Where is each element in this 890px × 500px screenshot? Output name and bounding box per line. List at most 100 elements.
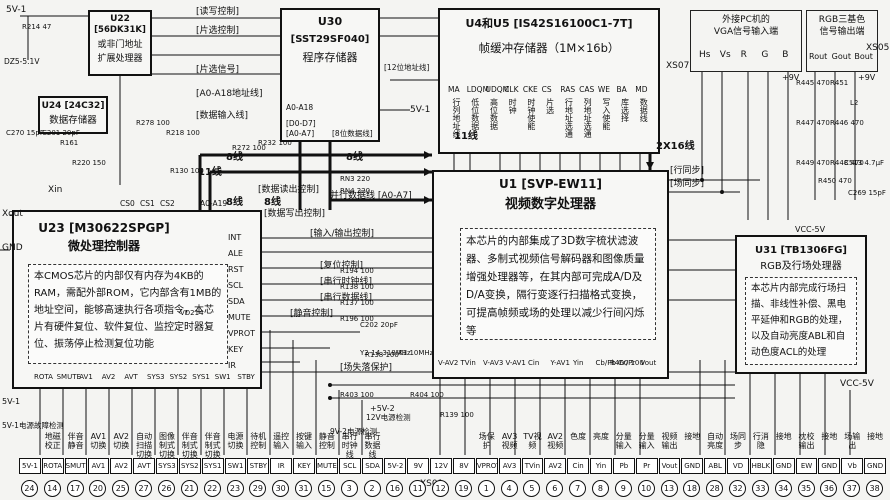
u1-pin-1: TVin xyxy=(460,359,476,367)
chip-u23: U23 [M30622SPGP] 微处理控制器 本CMOS芯片的内部仅有内存为4… xyxy=(12,210,262,389)
connector-pin-3: 3 xyxy=(340,480,358,497)
u1-title: U1 [SVP-EW11] xyxy=(434,177,667,192)
u22-part: [56DK31K] xyxy=(94,25,146,35)
chip-u31: U31 [TB1306FG] RGB及行场处理器 本芯片内部完成行场扫描、非线性… xyxy=(735,235,867,374)
bus-label-mute: [静音控制] xyxy=(290,309,334,319)
u1-pin-7: Cb/Pb xyxy=(595,359,616,367)
u23-bottom-pin-6: SYS2 xyxy=(169,373,188,381)
connector-label-11: 遥控输入 xyxy=(273,432,290,450)
u31-description: 本芯片内部完成行场扫描、非线性补偿、黑电平延伸和RGB的处理，以及自动亮度ABL… xyxy=(745,277,857,365)
bus-label-8-a: 8线 xyxy=(226,152,243,163)
bus-label-parallel: 并行数据线 [A0-A7] xyxy=(330,191,412,201)
connector-label-28: 视频输出 xyxy=(661,432,678,450)
connector-label-2: 伴音静音 xyxy=(67,432,84,450)
bus-label-8bit: [8位数据线] xyxy=(332,129,373,138)
u1-pin-0: V-AV2 xyxy=(438,359,459,367)
connector-label-23: AV2视频 xyxy=(547,432,564,450)
connector-signal-23: AV2 xyxy=(544,458,567,474)
u22-desc-1: 或非门地址 xyxy=(97,40,143,50)
connector-label-9: 电源切换 xyxy=(227,432,244,450)
component-12: R137 100 xyxy=(340,299,374,307)
u4u5-pin-desc-10: 数据线 xyxy=(639,98,649,122)
connector-pin-13: 13 xyxy=(660,480,678,497)
vga-pin-hs: Hs xyxy=(699,50,711,60)
connector-pin-38: 38 xyxy=(866,480,884,497)
connector-pin-6: 6 xyxy=(546,480,564,497)
u23-bottom-pin-2: AV1 xyxy=(79,373,93,381)
connector-label-1: 地磁校正 xyxy=(44,432,61,450)
connector-pin-2: 2 xyxy=(363,480,381,497)
connector-label-32: 行消隐 xyxy=(752,432,769,450)
rgb-title-1: RGB三基色 xyxy=(818,15,866,25)
bus-label-scl: [串行时钟线] xyxy=(320,277,373,287)
rgb-pin-bout: Bout xyxy=(854,52,873,61)
connector-signal-22: TVin xyxy=(521,458,544,474)
bus-label-read: [数据读出控制] xyxy=(258,185,320,195)
component-9: RN4 220 xyxy=(340,187,371,195)
rgb-title-2: 信号输出端 xyxy=(819,27,865,37)
component-30: Y2-14.318MHz xyxy=(360,349,411,357)
u1-ref: U1 xyxy=(499,177,518,191)
u23-pin-int: INT xyxy=(228,233,242,242)
u23-description: 本CMOS芯片的内部仅有内存为4KB的RAM，需配外部ROM，它内部含有1MB的… xyxy=(28,264,228,364)
rgb-pin-gout: Gout xyxy=(831,52,851,61)
u4u5-pin-desc-5: 片选 xyxy=(545,98,555,114)
u30-part: [SST29SF040] xyxy=(290,34,370,45)
bus-label-8-b: 8线 xyxy=(346,152,363,163)
u23-pin-vprot: VPROT xyxy=(228,329,256,338)
connector-pin-32: 32 xyxy=(729,480,747,497)
connector-label-26: 分量输入 xyxy=(615,432,632,450)
component-11: R138 100 xyxy=(340,283,374,291)
power-vcc-b: VCC-5V xyxy=(795,225,826,234)
connector-signal-34: EW xyxy=(795,458,818,474)
vga-title-1: 外接PC机的 xyxy=(722,15,770,25)
connector-label-6: 图像制式切换 xyxy=(158,432,175,459)
connector-label-14: 串行时钟线 xyxy=(341,432,358,459)
connector-pin-37: 37 xyxy=(843,480,861,497)
connector-pin-30: 30 xyxy=(272,480,290,497)
u23-pin-ale: ALE xyxy=(228,249,243,258)
u23-pin-scl: SCL xyxy=(228,281,244,290)
connector-label-8: 伴音制式切换 xyxy=(204,432,221,459)
bus-label-vsync: [场同步] xyxy=(670,179,705,189)
chip-u24: U24 [24C32] 数据存储器 xyxy=(38,96,108,134)
bus-label-reset: [复位控制] xyxy=(320,261,364,271)
connector-signal-30: ABL xyxy=(704,458,727,474)
component-10: R194 100 xyxy=(340,267,374,275)
connector-pin-24: 24 xyxy=(20,480,38,497)
component-28: C201 20pF xyxy=(42,129,80,137)
power-5v1-top: 5V-1 xyxy=(6,5,27,15)
connector-pin-14: 14 xyxy=(43,480,61,497)
bus-label-cs: [片选控制] xyxy=(196,26,240,36)
bus-label-sda: [串行数据线] xyxy=(320,293,373,303)
connector-pin-33: 33 xyxy=(751,480,769,497)
component-23: R446 470 xyxy=(830,119,864,127)
connector-label-24: 色度 xyxy=(570,432,587,441)
connector-pin-9: 9 xyxy=(614,480,632,497)
u4u5-pin-we: WE xyxy=(597,85,610,94)
vga-pin-vs: Vs xyxy=(719,50,731,60)
connector-signal-33: GND xyxy=(772,458,795,474)
connector-pin-23: 23 xyxy=(226,480,244,497)
component-27: C270 15pF xyxy=(6,129,44,137)
u23-ref: U23 xyxy=(38,221,65,235)
u23-bottom-pin-4: AVT xyxy=(124,373,138,381)
connector-pin-22: 22 xyxy=(203,480,221,497)
u4u5-pin-md: MD xyxy=(635,85,648,94)
chip-u1: U1 [SVP-EW11] 视频数字处理器 本芯片的内部集成了3D数字梳状滤波器… xyxy=(432,170,669,379)
label-xout: Xout xyxy=(2,209,23,219)
u31-title: U31 [TB1306FG] xyxy=(737,245,865,257)
u23-desc: 微处理控制器 xyxy=(67,239,140,253)
component-19: R445 470 xyxy=(796,79,830,87)
connector-pin-18: 18 xyxy=(683,480,701,497)
component-1: R161 xyxy=(60,139,79,147)
connector-label-27: 分量输入 xyxy=(638,432,655,450)
u31-part: [TB1306FG] xyxy=(780,245,847,256)
component-22: R451 xyxy=(830,79,849,87)
power-5v2: +5V-2 xyxy=(370,404,395,413)
